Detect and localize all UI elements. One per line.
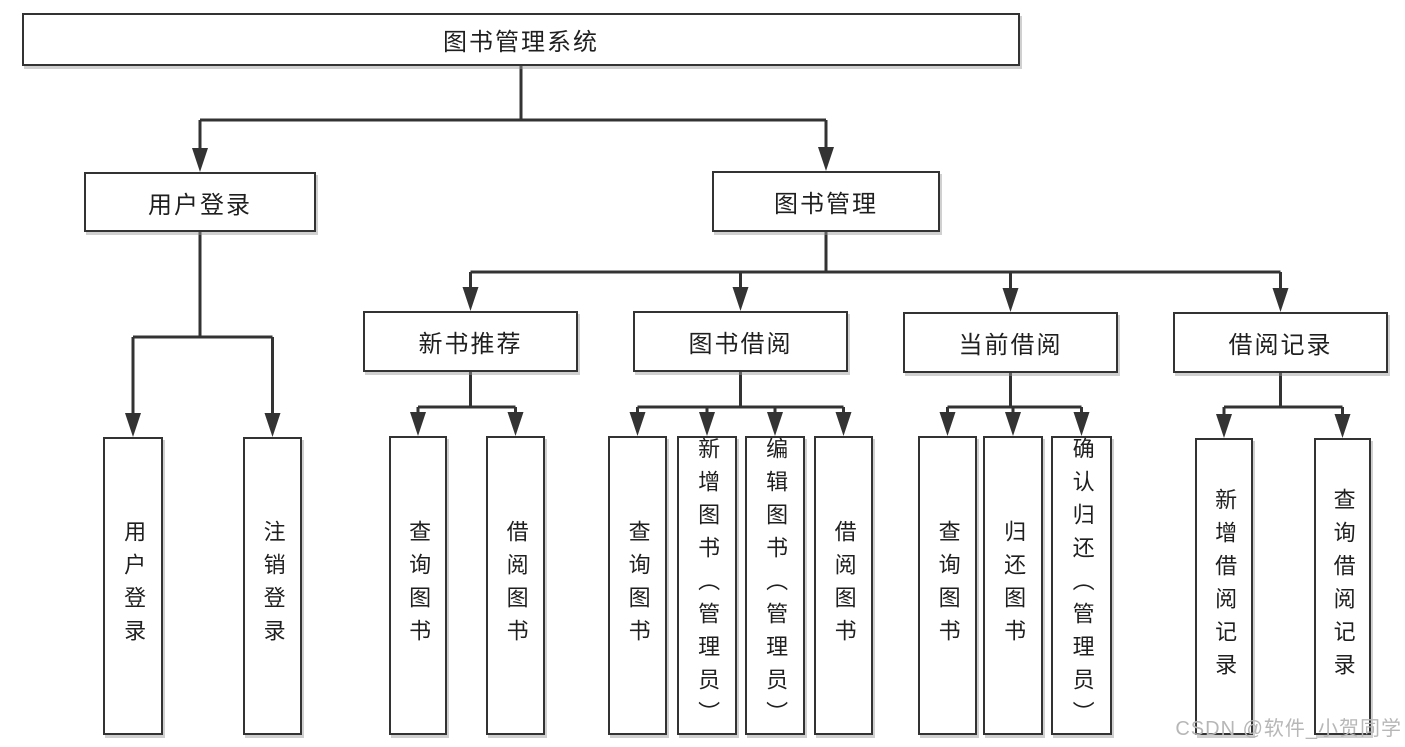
leaf-nbr-query-books-label: 查询图书 bbox=[406, 519, 432, 652]
leaf-bb-query-books: 查询图书 bbox=[608, 436, 667, 735]
leaf-nbr-query-books: 查询图书 bbox=[389, 436, 447, 735]
leaf-bb-query-books-label: 查询图书 bbox=[625, 519, 651, 652]
leaf-br-query-record: 查询借阅记录 bbox=[1314, 438, 1371, 735]
leaf-bb-add-book-admin-label: 新增图书（管理员） bbox=[695, 437, 721, 734]
node-current-borrowing-label: 当前借阅 bbox=[958, 332, 1063, 359]
leaf-cb-query-books: 查询图书 bbox=[918, 436, 977, 735]
node-user-login: 用户登录 bbox=[84, 172, 316, 232]
leaf-br-add-record-label: 新增借阅记录 bbox=[1212, 487, 1238, 686]
leaf-br-query-record-label: 查询借阅记录 bbox=[1330, 487, 1356, 686]
node-root-label: 图书管理系统 bbox=[443, 29, 599, 56]
leaf-cb-return-books: 归还图书 bbox=[983, 436, 1043, 735]
leaf-cb-confirm-return-admin-label: 确认归还（管理员） bbox=[1069, 437, 1095, 734]
leaf-user-login: 用户登录 bbox=[103, 437, 163, 735]
leaf-logout-label: 注销登录 bbox=[260, 520, 286, 652]
node-book-borrowing: 图书借阅 bbox=[633, 311, 848, 372]
node-user-login-label: 用户登录 bbox=[148, 191, 252, 219]
leaf-bb-add-book-admin: 新增图书（管理员） bbox=[677, 436, 737, 735]
leaf-user-login-label: 用户登录 bbox=[121, 520, 147, 652]
leaf-nbr-borrow-books: 借阅图书 bbox=[486, 436, 545, 735]
csdn-watermark: CSDN @软件_小贺同学 bbox=[1175, 718, 1402, 740]
node-new-book-recommendation-label: 新书推荐 bbox=[418, 331, 523, 358]
leaf-nbr-borrow-books-label: 借阅图书 bbox=[503, 519, 529, 652]
leaf-bb-edit-book-admin: 编辑图书（管理员） bbox=[745, 436, 805, 735]
leaf-cb-query-books-label: 查询图书 bbox=[935, 519, 961, 652]
leaf-cb-confirm-return-admin: 确认归还（管理员） bbox=[1051, 436, 1112, 735]
node-new-book-recommendation: 新书推荐 bbox=[363, 311, 578, 372]
node-current-borrowing: 当前借阅 bbox=[903, 312, 1118, 373]
node-borrowing-records: 借阅记录 bbox=[1173, 312, 1388, 373]
node-book-management-label: 图书管理 bbox=[774, 191, 878, 218]
node-borrowing-records-label: 借阅记录 bbox=[1228, 332, 1333, 359]
leaf-bb-borrow-books: 借阅图书 bbox=[814, 436, 873, 735]
leaf-bb-edit-book-admin-label: 编辑图书（管理员） bbox=[763, 437, 789, 734]
leaf-cb-return-books-label: 归还图书 bbox=[1001, 519, 1027, 652]
node-root: 图书管理系统 bbox=[22, 13, 1020, 66]
leaf-bb-borrow-books-label: 借阅图书 bbox=[831, 519, 857, 652]
leaf-logout: 注销登录 bbox=[243, 437, 302, 735]
node-book-management: 图书管理 bbox=[712, 171, 940, 232]
node-book-borrowing-label: 图书借阅 bbox=[688, 331, 793, 358]
leaf-br-add-record: 新增借阅记录 bbox=[1195, 438, 1253, 735]
